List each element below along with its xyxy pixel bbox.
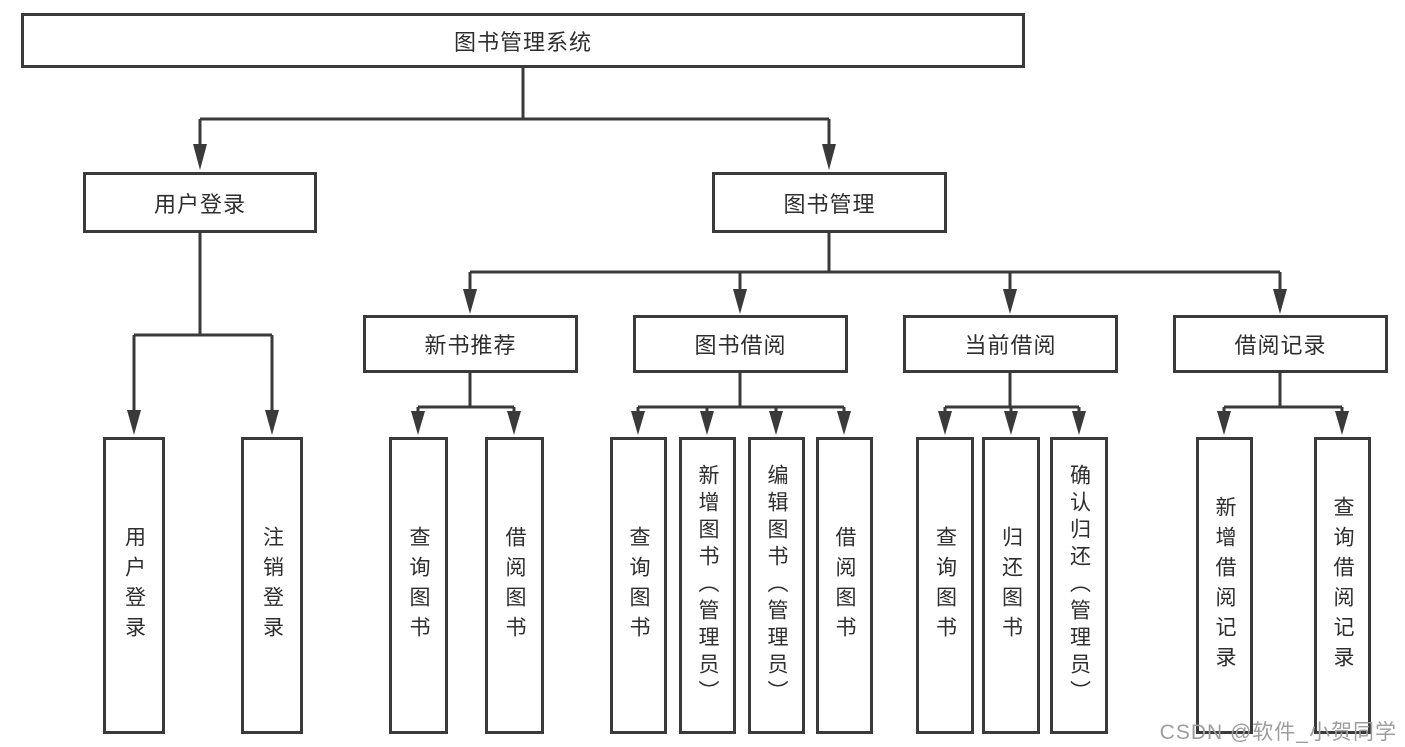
node-label: 新书推荐	[424, 333, 517, 358]
node-label: 查询图书	[933, 525, 957, 646]
connector-line	[416, 373, 516, 411]
arrow-down-icon	[769, 411, 783, 435]
edges-borrow-records	[1217, 373, 1349, 435]
leaf-add-book-admin: 新增图书（管理员）	[679, 437, 736, 734]
arrow-down-icon	[127, 410, 141, 435]
edges-new-book-rec	[411, 373, 521, 435]
node-label: 当前借阅	[964, 333, 1057, 358]
arrow-down-icon	[938, 411, 952, 435]
node-borrow-records: 借阅记录	[1173, 315, 1388, 373]
leaf-add-borrow-record: 新增借阅记录	[1196, 437, 1253, 734]
node-label: 编辑图书（管理员）	[765, 464, 788, 707]
arrow-down-icon	[193, 144, 207, 170]
connector-line	[1222, 373, 1344, 411]
node-label: 图书管理系统	[453, 29, 592, 55]
arrow-down-icon	[463, 289, 477, 314]
node-label: 新增借阅记录	[1213, 495, 1236, 676]
connector-line	[636, 373, 846, 411]
connector-line	[943, 373, 1081, 411]
leaf-return-book: 归还图书	[982, 437, 1040, 734]
edges-user-login	[127, 233, 279, 435]
arrow-down-icon	[700, 411, 714, 435]
edges-book-borrow	[631, 373, 851, 435]
arrow-down-icon	[1273, 289, 1287, 314]
node-book-mgmt: 图书管理	[712, 172, 947, 233]
node-label: 新增图书（管理员）	[696, 464, 719, 707]
leaf-query-books-borrow: 查询图书	[610, 437, 667, 734]
arrow-down-icon	[631, 411, 645, 435]
node-label: 图书管理	[783, 191, 876, 217]
node-current-borrow: 当前借阅	[903, 315, 1118, 373]
arrow-down-icon	[1217, 411, 1231, 435]
node-root: 图书管理系统	[21, 13, 1025, 68]
leaf-borrow-books-rec: 借阅图书	[485, 437, 544, 734]
edges-book-mgmt	[463, 233, 1287, 314]
node-label: 归还图书	[999, 525, 1023, 646]
leaf-user-login: 用户登录	[103, 437, 165, 734]
csdn-watermark: CSDN @软件_小贺同学	[1159, 721, 1397, 744]
node-label: 图书借阅	[694, 333, 787, 358]
arrow-down-icon	[1335, 411, 1349, 435]
leaf-confirm-return-admin: 确认归还（管理员）	[1050, 437, 1108, 734]
arrow-down-icon	[1072, 411, 1086, 435]
node-label: 查询图书	[407, 525, 430, 646]
node-label: 借阅记录	[1234, 333, 1327, 358]
connector-line	[198, 68, 831, 144]
node-label: 借阅图书	[503, 525, 526, 646]
leaf-query-borrow-record: 查询借阅记录	[1314, 437, 1371, 734]
arrow-down-icon	[411, 411, 425, 435]
arrow-down-icon	[507, 411, 521, 435]
arrow-down-icon	[733, 289, 747, 314]
node-label: 借阅图书	[833, 525, 856, 646]
leaf-query-books-rec: 查询图书	[389, 437, 448, 734]
edges-current-borrow	[938, 373, 1086, 435]
arrow-down-icon	[837, 411, 851, 435]
connector-line	[468, 233, 1282, 289]
node-label: 用户登录	[153, 191, 246, 217]
leaf-borrow-books: 借阅图书	[816, 437, 873, 734]
node-label: 注销登录	[260, 525, 284, 646]
arrow-down-icon	[1004, 411, 1018, 435]
node-new-book-rec: 新书推荐	[363, 315, 578, 373]
arrow-down-icon	[1003, 289, 1017, 314]
node-label: 确认归还（管理员）	[1067, 464, 1091, 707]
arrow-down-icon	[265, 410, 279, 435]
edges-root	[193, 68, 836, 170]
node-label: 查询借阅记录	[1331, 495, 1354, 676]
arrow-down-icon	[822, 144, 836, 170]
node-label: 用户登录	[122, 525, 146, 646]
node-book-borrow: 图书借阅	[633, 315, 848, 373]
leaf-edit-book-admin: 编辑图书（管理员）	[748, 437, 805, 734]
leaf-logout: 注销登录	[241, 437, 303, 734]
leaf-query-books-current: 查询图书	[916, 437, 974, 734]
node-label: 查询图书	[627, 525, 650, 646]
node-user-login: 用户登录	[83, 172, 317, 233]
connector-line	[132, 233, 274, 410]
